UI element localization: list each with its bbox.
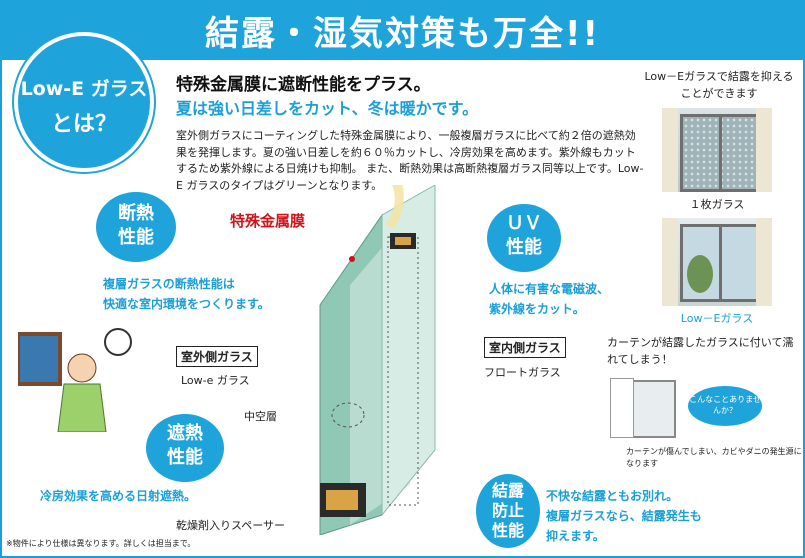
lowe-badge-line2: とは？ (50, 112, 117, 137)
photo-caption-top: Low－Eガラスで結露を抑えることができます (644, 70, 794, 100)
condensation-bubble: 結露防止性能 (476, 474, 540, 548)
inner-glass-label: 室内側ガラス (484, 337, 566, 358)
metal-film-shape (385, 185, 404, 229)
insulation-title: 断熱性能 (118, 203, 154, 248)
person-head (67, 353, 97, 383)
outer-glass-label: 室外側ガラス (176, 346, 258, 367)
window-frame (680, 224, 760, 302)
window-frame (680, 114, 760, 192)
metal-film-marker (349, 256, 355, 262)
metal-film-label: 特殊金属膜 (230, 212, 306, 230)
insulation-text-2: 快適な室内環境をつくります。 (103, 297, 270, 311)
clock-icon (104, 328, 132, 356)
uv-text-1: 人体に有害な電磁波、 (489, 282, 610, 296)
spacer-label: 乾燥剤入りスペーサー (176, 519, 286, 532)
insulation-text-1: 複層ガラスの断熱性能は (103, 277, 235, 291)
uv-text-2: 紫外線をカット。 (489, 302, 585, 316)
insulation-bubble: 断熱性能 (96, 192, 176, 262)
uv-text: 人体に有害な電磁波、 紫外線をカット。 (489, 279, 609, 319)
uv-bubble: ＵＶ性能 (487, 204, 561, 272)
curtain-window-illustration (610, 378, 676, 438)
trouble-subtext: カーテンが傷んでしまい、カビやダニの発生源になります (626, 447, 802, 468)
trouble-text: カーテンが結露したガラスに付いて濡れてしまう！ (607, 336, 794, 366)
desiccant-bottom (326, 490, 358, 510)
photo-single-glass (662, 108, 772, 192)
curtain-left (662, 218, 678, 306)
condensation-text-2: 複層ガラスなら、結露発生も (546, 509, 702, 523)
uv-title: ＵＶ性能 (506, 213, 542, 258)
condensation-text: 不快な結露ともお別れ。 複層ガラスなら、結露発生も 抑えます。 (546, 486, 702, 546)
hollow-marker (331, 402, 365, 428)
insulation-text: 複層ガラスの断熱性能は 快適な室内環境をつくります。 (103, 274, 270, 314)
trouble-bubble: こんなことありませんか？ (688, 386, 762, 426)
intro-heading-2: 夏は強い日差しをカット、冬は暖かです。 (176, 99, 479, 118)
condensation-text-3: 抑えます。 (546, 529, 605, 543)
photo-caption-lowe: Low－Eガラス (680, 312, 754, 325)
inner-glass-type: フロートガラス (484, 366, 561, 379)
person-body (57, 383, 107, 432)
hollow-label: 中空層 (244, 410, 277, 423)
intro-heading-1: 特殊金属膜に遮断性能をプラス。 (176, 75, 431, 95)
heat-title: 遮熱性能 (167, 423, 203, 468)
heat-text: 冷房効果を高める日射遮熱。 (40, 489, 197, 503)
photo-lowe-glass (662, 218, 772, 306)
curtain-right (756, 108, 772, 192)
glass-diagram (319, 185, 436, 535)
intro-body: 室外側ガラスにコーティングした特殊金属膜により、一般複層ガラスに比べて約２倍の遮… (176, 129, 644, 192)
outer-glass-type: Low-e ガラス (181, 374, 250, 387)
window-icon (18, 332, 62, 386)
condensation-title: 結露防止性能 (491, 481, 524, 540)
heat-bubble: 遮熱性能 (146, 414, 224, 482)
character-illustration (18, 328, 132, 432)
photo-caption-single: １枚ガラス (689, 198, 745, 211)
condensation-text-1: 不快な結露ともお別れ。 (546, 489, 679, 503)
lowe-badge: Low-E ガラス とは？ (14, 32, 154, 172)
inner-glass-pane (381, 185, 436, 517)
curtain-right (756, 218, 772, 306)
header-bar: 結露・湿気対策も万全!! (0, 0, 805, 60)
lowe-badge-line1: Low-E ガラス (20, 78, 148, 100)
page-title: 結露・湿気対策も万全!! (204, 14, 600, 54)
desiccant-top (395, 237, 411, 245)
footnote: ※物件により仕様は異なります。詳しくは担当まで。 (6, 539, 196, 548)
curtain-left (662, 108, 678, 192)
